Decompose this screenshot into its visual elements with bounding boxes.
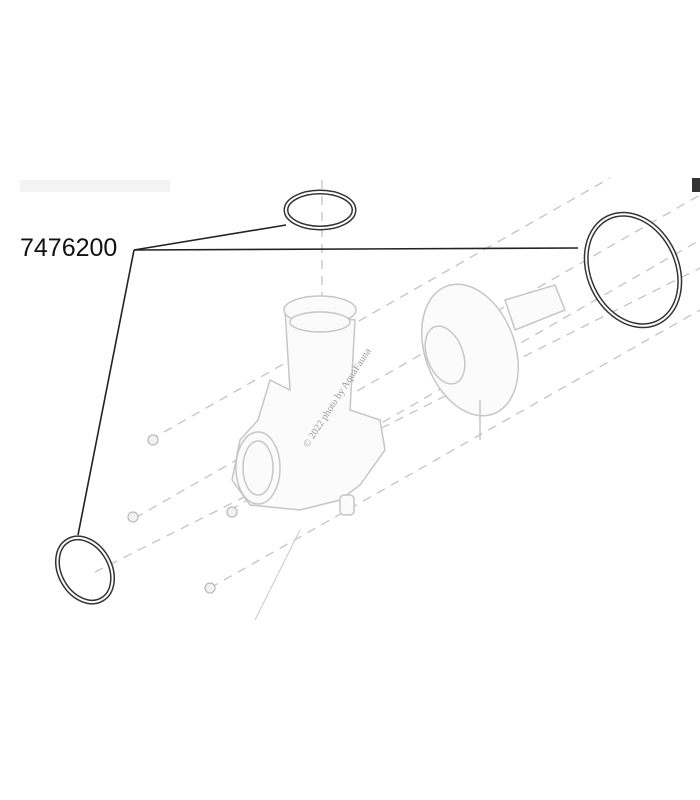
edge-mark (692, 178, 700, 192)
part-number-label: 7476200 (20, 234, 118, 262)
impeller (420, 283, 566, 440)
assembly-axis-lines (94, 177, 700, 589)
screws (127, 434, 238, 594)
pump-housing (231, 295, 386, 516)
pointer-line (254, 529, 301, 621)
o-rings (54, 189, 683, 605)
leader-lines (77, 224, 579, 536)
faded-header (20, 180, 170, 192)
